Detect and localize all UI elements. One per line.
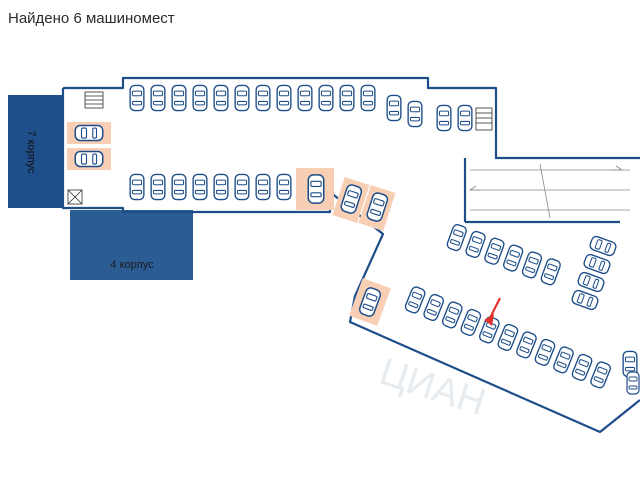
stairs-icon bbox=[84, 91, 493, 131]
ramp bbox=[468, 163, 630, 219]
car-row-top bbox=[129, 84, 473, 132]
car-row-middle bbox=[129, 173, 292, 201]
watermark: ЦИАН bbox=[375, 351, 491, 424]
car-block-inner bbox=[445, 222, 563, 287]
arrow-marker-icon[interactable] bbox=[484, 297, 501, 326]
results-title: Найдено 6 машиномест bbox=[8, 10, 175, 27]
building-4 bbox=[70, 210, 193, 280]
building-7-label: 7 корпус bbox=[25, 130, 37, 174]
car-block-right bbox=[570, 234, 618, 312]
car-edge-right bbox=[622, 350, 640, 395]
elevator-icon bbox=[67, 189, 83, 205]
building-4-label: 4 корпус bbox=[110, 259, 154, 271]
building-7 bbox=[8, 95, 63, 208]
